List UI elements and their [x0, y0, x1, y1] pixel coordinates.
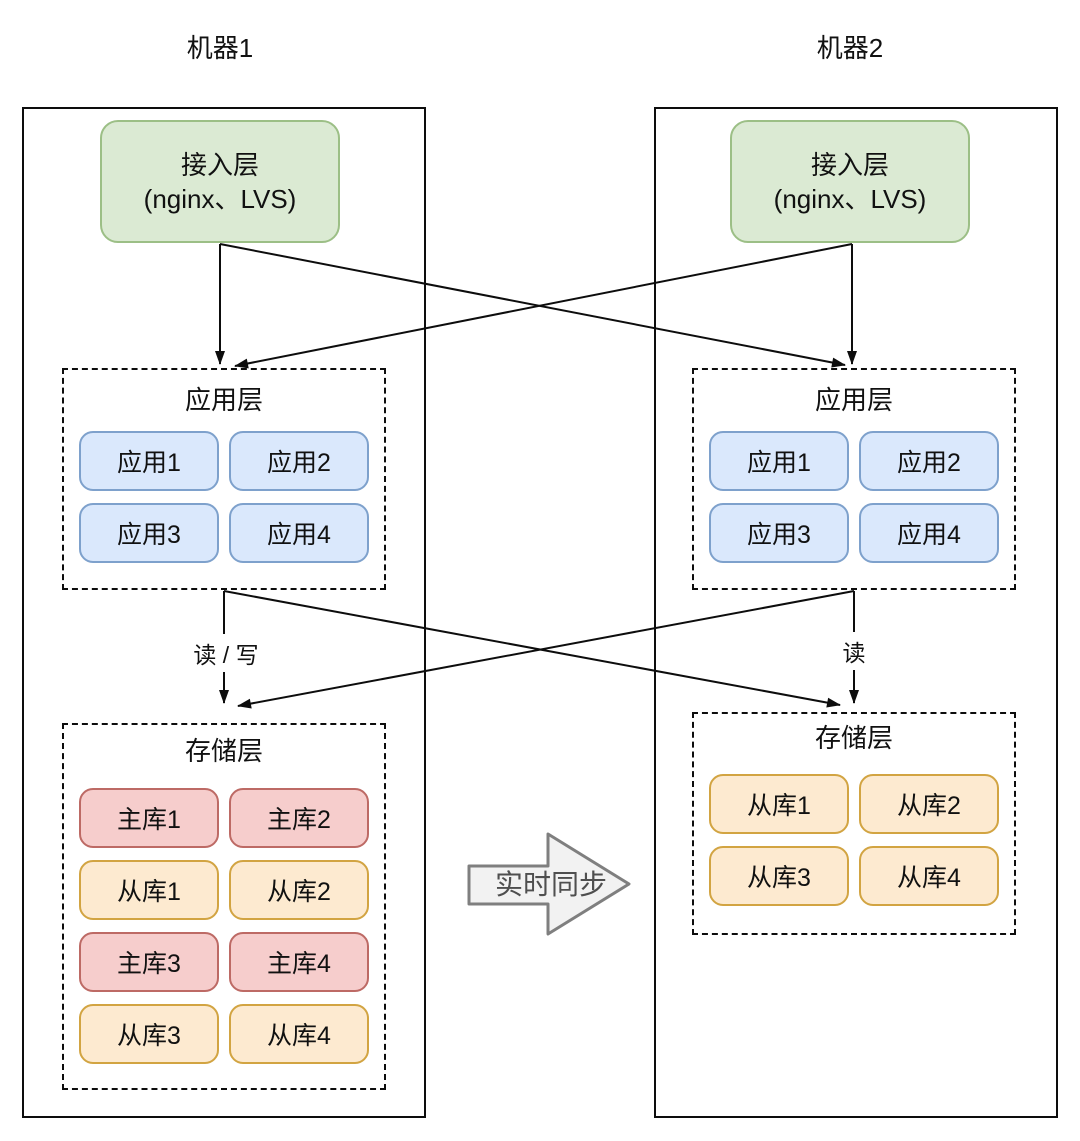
app-node: 应用3: [709, 503, 849, 563]
db-node-slave: 从库2: [229, 860, 369, 920]
edge-m1app-to-m2storage: [223, 590, 841, 708]
machine1-title: 机器1: [186, 33, 254, 63]
db-node-master: 主库1: [79, 788, 219, 848]
sync-arrow: [467, 832, 631, 936]
machine1-storage-grid: 主库1 主库2 从库1 从库2 主库3 主库4 从库3 从库4: [64, 788, 384, 1064]
db-node-slave: 从库1: [79, 860, 219, 920]
access-layer-label: 接入层: [810, 149, 889, 180]
app-node: 应用4: [229, 503, 369, 563]
db-node-master: 主库2: [229, 788, 369, 848]
db-node-slave: 从库1: [709, 774, 849, 834]
db-node-slave: 从库4: [859, 846, 999, 906]
machine1-storage-layer-title: 存储层: [184, 736, 263, 766]
machine2-app-layer-box: 应用层 应用1 应用2 应用3 应用4: [692, 368, 1016, 590]
sync-arrow-label: 实时同步: [495, 869, 607, 900]
db-node-master: 主库4: [229, 932, 369, 992]
machine2-storage-layer-title: 存储层: [814, 723, 893, 753]
db-node-slave: 从库3: [79, 1004, 219, 1064]
edge-m1access-to-m2app: [219, 243, 846, 368]
machine1-storage-layer-box: 存储层 主库1 主库2 从库1 从库2 主库3 主库4 从库3 从库4: [62, 723, 386, 1090]
db-node-master: 主库3: [79, 932, 219, 992]
machine2-storage-grid: 从库1 从库2 从库3 从库4: [694, 774, 1014, 906]
machine2-storage-layer-box: 存储层 从库1 从库2 从库3 从库4: [692, 712, 1016, 935]
app-node: 应用2: [859, 431, 999, 491]
app-node: 应用4: [859, 503, 999, 563]
app-node: 应用1: [709, 431, 849, 491]
machine2-access-layer-box: 接入层 (nginx、LVS): [730, 120, 970, 243]
machine1-app-layer-box: 应用层 应用1 应用2 应用3 应用4: [62, 368, 386, 590]
db-node-slave: 从库4: [229, 1004, 369, 1064]
access-layer-sublabel: (nginx、LVS): [143, 183, 297, 214]
read-label: 读: [834, 632, 874, 670]
machine2-app-grid: 应用1 应用2 应用3 应用4: [694, 431, 1014, 563]
db-node-slave: 从库3: [709, 846, 849, 906]
access-layer-sublabel: (nginx、LVS): [773, 183, 927, 214]
machine2-app-layer-title: 应用层: [814, 385, 893, 415]
app-node: 应用3: [79, 503, 219, 563]
machine2-title: 机器2: [816, 33, 884, 63]
edge-m2access-to-m1app: [234, 243, 853, 369]
machine1-app-grid: 应用1 应用2 应用3 应用4: [64, 431, 384, 563]
app-node: 应用1: [79, 431, 219, 491]
edge-m2app-to-m1storage: [237, 590, 855, 709]
db-node-slave: 从库2: [859, 774, 999, 834]
access-layer-label: 接入层: [180, 149, 259, 180]
machine1-app-layer-title: 应用层: [184, 385, 263, 415]
read-write-label: 读 / 写: [185, 634, 267, 672]
machine1-access-layer-box: 接入层 (nginx、LVS): [100, 120, 340, 243]
app-node: 应用2: [229, 431, 369, 491]
machine2-panel: [654, 107, 1058, 1118]
